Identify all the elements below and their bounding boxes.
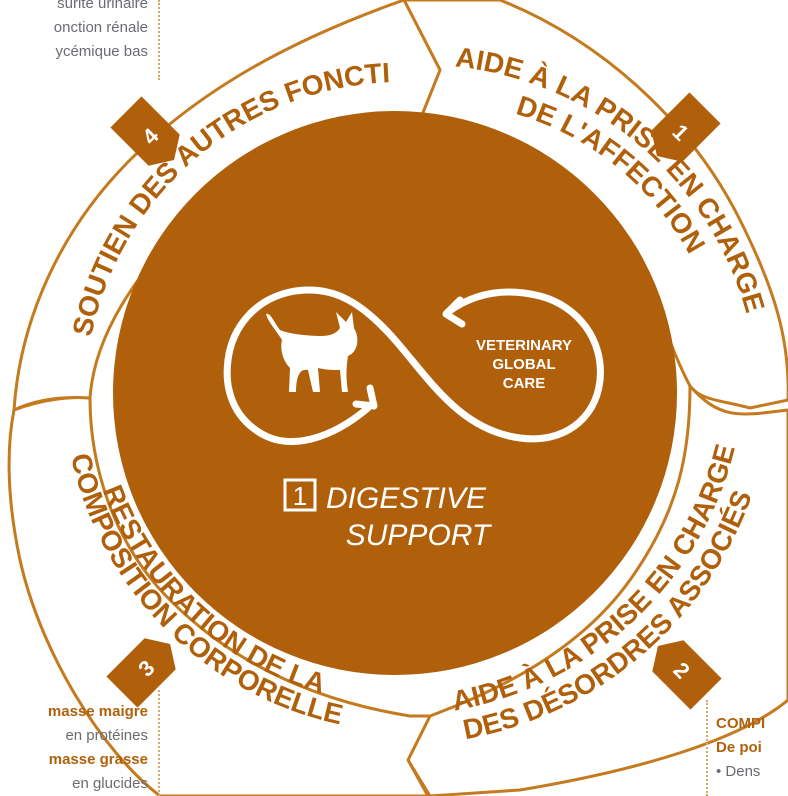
title-number-badge	[283, 478, 317, 512]
side-line: sûrite urinaire	[57, 0, 148, 12]
side-line: en glucides	[72, 775, 148, 792]
segment-number-tabs: 1 2 3 4	[106, 92, 722, 710]
side-text-bottom-right: COMPI De poi • Dens	[716, 712, 765, 784]
side-line: masse grasse	[48, 751, 148, 768]
side-line: COMPI	[716, 715, 766, 732]
tab-3: 3	[106, 638, 176, 708]
side-line: en protéines	[65, 727, 148, 744]
side-line: masse maigre	[47, 703, 148, 720]
dotted-connector-top-left	[158, 0, 160, 80]
care-label-line2: GLOBAL	[492, 356, 555, 373]
care-label: VETERINARY GLOBAL CARE	[476, 337, 572, 392]
center-title: 1 DIGESTIVE SUPPORT	[283, 478, 493, 552]
tab-1: 1	[651, 92, 721, 162]
dotted-connector-bottom-left	[158, 690, 160, 796]
dotted-connector-bottom-right	[706, 700, 708, 796]
title-line1: DIGESTIVE	[326, 482, 487, 515]
tab-2: 2	[652, 640, 722, 710]
tab-4: 4	[110, 96, 180, 166]
side-text-bottom-left: masse maigre en protéines masse grasse e…	[48, 700, 148, 796]
side-line: onction rénale	[53, 19, 148, 36]
care-label-line1: VETERINARY	[476, 337, 572, 354]
center-disc	[113, 111, 677, 675]
title-number: 1	[293, 481, 307, 511]
infinity-loop-icon	[223, 286, 604, 445]
walking-cat-icon	[266, 312, 358, 392]
side-line: • Dens	[716, 763, 761, 780]
side-text-top-left: sûrite urinaire onction rénale ycémique …	[54, 0, 148, 64]
title-line2: SUPPORT	[346, 519, 493, 552]
side-line: De poi	[716, 739, 762, 756]
side-line: ycémique bas	[55, 43, 148, 60]
segment-3-shape	[7, 396, 432, 796]
care-label-line3: CARE	[503, 375, 546, 392]
